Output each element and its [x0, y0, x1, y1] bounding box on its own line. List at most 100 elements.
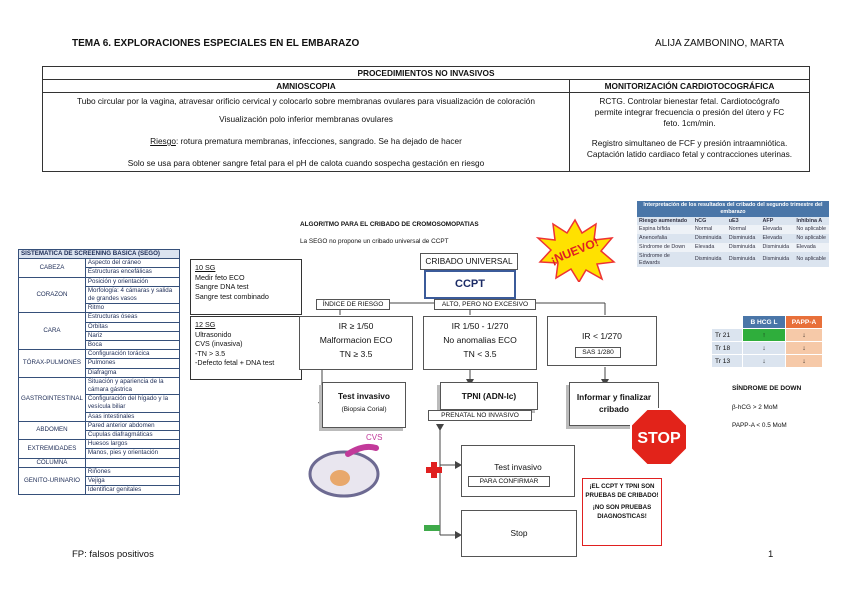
sego-item: Ritmo	[85, 304, 179, 313]
interp-cell: Elevada	[761, 234, 795, 243]
prenatal-label: PRENATAL NO INVASIVO	[428, 410, 532, 421]
test-invasivo-confirm-title: Test invasivo	[462, 462, 574, 472]
sego-item: Estructuras óseas	[85, 313, 179, 322]
interp-header: Inhibina A	[794, 217, 829, 226]
plus-icon	[426, 462, 442, 478]
riesgo-label: Riesgo	[150, 136, 176, 146]
interpretation-title: Interpretación de los resultados del cri…	[637, 201, 829, 217]
sg12-line: -Defecto fetal + DNA test	[195, 358, 297, 368]
sego-category: EXTREMIDADES	[19, 440, 86, 458]
sego-item: Posición y orientación	[85, 277, 179, 286]
down-title: SÍNDROME DE DOWN	[732, 385, 801, 392]
interp-cell: Anencefalia	[637, 234, 693, 243]
sego-screening-table: SISTEMATICA DE SCREENING BASICA (SEGO) C…	[18, 249, 180, 495]
amnioscopia-visual: Visualización polo inferior membranas ov…	[46, 114, 566, 125]
riesgo-alto-box: IR ≥ 1/50 Malformacion ECO TN ≥ 3.5	[299, 316, 413, 370]
interp-cell: Disminuida	[727, 234, 761, 243]
bhcg-arrow-icon: ↓	[743, 355, 786, 368]
procedures-title: PROCEDIMIENTOS NO INVASIVOS	[43, 67, 810, 80]
interp-row: Espina bífidaNormalNormalElevadaNo aplic…	[637, 225, 829, 234]
sego-item: Situación y apariencia de la cámara gást…	[85, 377, 179, 394]
sego-item: Pulmones	[85, 359, 179, 368]
alto-riesgo-label: ALTO, PERO NO EXCESIVO	[434, 299, 536, 310]
interp-cell: Normal	[727, 225, 761, 234]
interp-header: hCG	[693, 217, 727, 226]
warning-diagnostico: ¡NO SON PRUEBAS DIAGNOSTICAS!	[583, 504, 661, 521]
sego-category: GASTROINTESTINAL	[19, 377, 86, 421]
riesgo-alto-line: Malformacion ECO	[300, 333, 412, 347]
stop-sign-label: STOP	[637, 430, 681, 447]
trisomy-name: Tr 21	[712, 329, 743, 342]
sg12-line: Ultrasonido	[195, 330, 297, 340]
interp-cell: Disminuida	[693, 252, 727, 268]
trisomy-name: Tr 18	[712, 342, 743, 355]
sego-item: Boca	[85, 341, 179, 350]
sego-item: Diafragma	[85, 368, 179, 377]
sego-item	[85, 458, 179, 467]
sego-category: TÓRAX-PULMONES	[19, 350, 86, 378]
sego-item: Estructuras encefálicas	[85, 268, 179, 277]
amnioscopia-riesgo: Riesgo: rotura prematura membranas, infe…	[46, 136, 566, 147]
sg12-title: 12 SG	[195, 320, 297, 330]
riesgo-text: : rotura prematura membranas, infeccione…	[176, 136, 462, 146]
sego-item: Configuración del hígado y la vesícula b…	[85, 395, 179, 412]
bhcg-arrow-icon: ↓	[743, 342, 786, 355]
sego-item: Manos, pies y orientación	[85, 449, 179, 458]
sego-item: Pared anterior abdomen	[85, 421, 179, 430]
amnioscopia-header: AMNIOSCOPIA	[43, 80, 570, 93]
sego-item: Asas intestinales	[85, 412, 179, 421]
pappa-arrow-icon: ↓	[786, 329, 823, 342]
monitorizacion-registro: Registro simultaneo de FCF y presión int…	[573, 138, 806, 160]
nuevo-badge: ¡NUEVO!	[534, 218, 616, 282]
riesgo-alto-line: TN ≥ 3.5	[300, 347, 412, 361]
cvs-label: CVS	[366, 433, 382, 442]
indice-riesgo-label: ÍNDICE DE RIESGO	[316, 299, 390, 310]
trisomy-row: Tr 18↓↓	[712, 342, 823, 355]
riesgo-intermedio-line: No anomalias ECO	[424, 333, 536, 347]
sego-item: Huesos largos	[85, 440, 179, 449]
sego-category: CABEZA	[19, 259, 86, 277]
sego-category: GENITO-URINARIO	[19, 467, 86, 495]
test-invasivo-title: Test invasivo	[323, 391, 405, 401]
sego-item: Configuración torácica	[85, 350, 179, 359]
riesgo-bajo-box: IR < 1/270	[547, 316, 657, 366]
interp-cell: No aplicable	[794, 234, 829, 243]
riesgo-intermedio-box: IR 1/50 - 1/270 No anomalias ECO TN < 3.…	[423, 316, 537, 370]
monitorizacion-cell: RCTG. Controlar bienestar fetal. Cardiot…	[570, 93, 810, 172]
author-name: ALIJA ZAMBONINO, MARTA	[655, 38, 784, 49]
sg10-line: Sangre test combinado	[195, 292, 297, 302]
pappa-arrow-icon: ↓	[786, 342, 823, 355]
amnioscopia-uso: Solo se usa para obtener sangre fetal pa…	[46, 158, 566, 169]
warning-box: ¡EL CCPT Y TPNI SON PRUEBAS DE CRIBADO! …	[582, 478, 662, 546]
sego-item: Aspecto del cráneo	[85, 259, 179, 268]
riesgo-bajo-line: IR < 1/270	[548, 331, 656, 341]
cvs-illustration: CVS	[304, 430, 390, 500]
sego-title: SISTEMATICA DE SCREENING BASICA (SEGO)	[19, 250, 180, 259]
interpretation-table: Interpretación de los resultados del cri…	[637, 201, 829, 267]
trisomy-name: Tr 13	[712, 355, 743, 368]
pappa-arrow-icon: ↓	[786, 355, 823, 368]
footer-note: FP: falsos positivos	[72, 549, 154, 560]
interp-cell: Síndrome de Down	[637, 243, 693, 252]
monitorizacion-desc: RCTG. Controlar bienestar fetal. Cardiot…	[573, 96, 806, 129]
riesgo-intermedio-line: TN < 3.5	[424, 347, 536, 361]
interp-header: AFP	[761, 217, 795, 226]
riesgo-alto-line: IR ≥ 1/50	[300, 319, 412, 333]
warning-cribado: ¡EL CCPT Y TPNI SON PRUEBAS DE CRIBADO!	[583, 483, 661, 500]
interp-cell: Disminuida	[693, 234, 727, 243]
trisomy-table: B HCG L PAPP-A Tr 21↑↓Tr 18↓↓Tr 13↓↓	[711, 315, 823, 368]
confirmar-label: PARA CONFIRMAR	[468, 476, 550, 487]
down-pappa: PAPP-A < 0.5 MoM	[732, 422, 787, 429]
algorithm-title: ALGORITMO PARA EL CRIBADO DE CROMOSOMOPA…	[300, 221, 479, 228]
interp-cell: Disminuida	[761, 252, 795, 268]
interp-header: uE3	[727, 217, 761, 226]
trisomy-header-pappa: PAPP-A	[786, 316, 823, 329]
interp-cell: Disminuida	[727, 252, 761, 268]
sg10-line: Sangre DNA test	[195, 282, 297, 292]
monitorizacion-header: MONITORIZACIÓN CARDIOTOCOGRÁFICA	[570, 80, 810, 93]
cribado-universal-box: CRIBADO UNIVERSAL	[420, 253, 518, 270]
test-invasivo-confirm-box: Test invasivo	[461, 445, 575, 497]
page-title: TEMA 6. EXPLORACIONES ESPECIALES EN EL E…	[72, 38, 359, 49]
